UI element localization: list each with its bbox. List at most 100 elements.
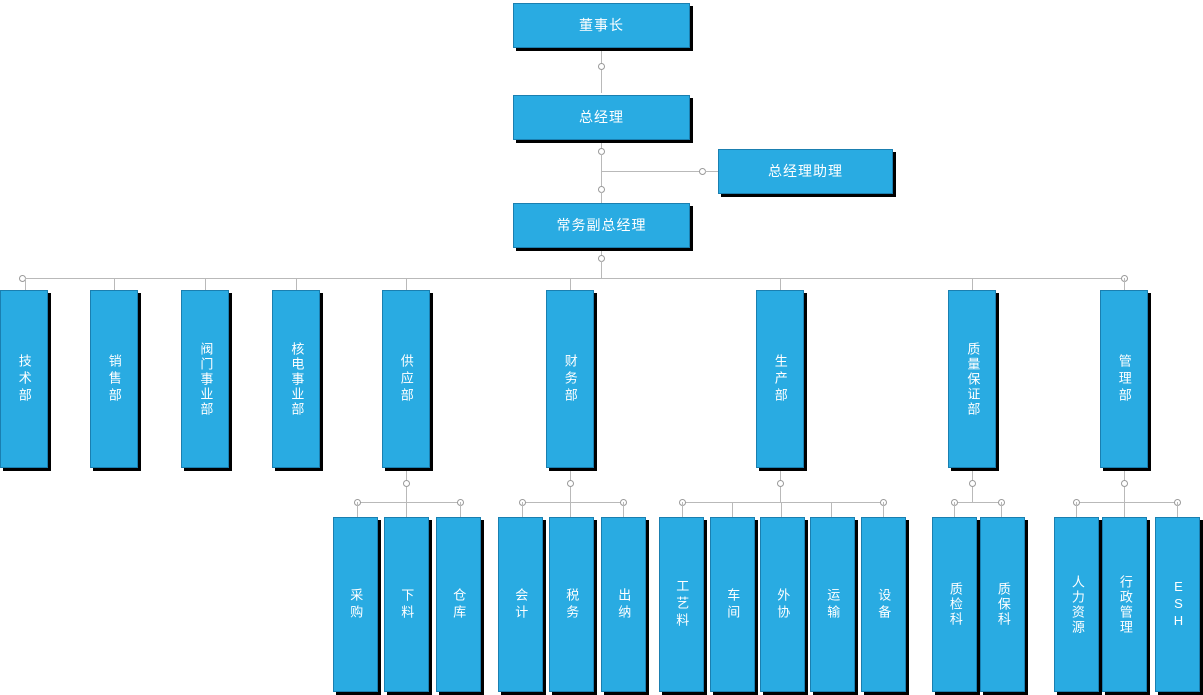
connector-dot [969,480,976,487]
node-dept-finance[interactable]: 财务部 [546,290,594,468]
node-dept-quality[interactable]: 质量保证部 [948,290,996,468]
node-dept-supply[interactable]: 供应部 [382,290,430,468]
connector-sub-drop [1001,502,1002,517]
node-sub-transport-label: 运输 [825,587,841,622]
connector-gm-assistant [601,171,699,172]
node-dept-tech[interactable]: 技术部 [0,290,48,468]
connector-chairman-gm [601,50,602,64]
connector-bus-drop [114,278,115,290]
node-sub-accounting[interactable]: 会计 [498,517,543,692]
connector-dot [1121,480,1128,487]
node-executive-vp[interactable]: 常务副总经理 [513,203,690,248]
node-sub-outsourcing[interactable]: 外协 [760,517,805,692]
node-dept-finance-label: 财务部 [562,353,578,405]
connector-admin-stem [1124,469,1125,481]
node-sub-assurance-label: 质保科 [995,582,1011,627]
connector-finance-stem2 [570,487,571,502]
connector-finance-stem [570,469,571,481]
node-dept-supply-label: 供应部 [398,353,414,405]
node-sub-administration-label: 行政管理 [1117,574,1133,635]
connector-sub-drop [357,502,358,517]
node-sub-purchase-label: 采购 [348,587,364,622]
connector-supply-stem2 [406,487,407,502]
node-sub-cutting[interactable]: 下料 [384,517,429,692]
connector-sub-drop [831,502,832,517]
node-sub-administration[interactable]: 行政管理 [1102,517,1147,692]
node-chairman[interactable]: 董事长 [513,3,690,48]
connector-sub-drop [406,502,407,517]
node-dept-sales-label: 销售部 [106,353,122,405]
connector-sub-drop [623,502,624,517]
connector-sub-drop [732,502,733,517]
node-sub-hr[interactable]: 人力资源 [1054,517,1099,692]
connector-production-stem2 [780,487,781,502]
node-sub-warehouse-label: 仓库 [451,587,467,622]
connector-bus-drop [1124,278,1125,290]
node-sub-cashier[interactable]: 出纳 [601,517,646,692]
connector-vp-bus-upper [601,250,602,256]
node-sub-warehouse[interactable]: 仓库 [436,517,481,692]
node-dept-valve-label: 阀门事业部 [198,341,214,417]
node-gm-assistant-label: 总经理助理 [768,163,843,180]
connector-gm-assistant-tail [705,171,718,172]
node-dept-nuclear-label: 核电事业部 [289,341,305,417]
node-dept-production-label: 生产部 [772,353,788,405]
connector-admin-stem2 [1124,487,1125,502]
node-dept-valve[interactable]: 阀门事业部 [181,290,229,468]
connector-dot [567,480,574,487]
node-sub-accounting-label: 会计 [513,587,529,622]
connector-chairman-gm-lower [601,70,602,93]
connector-dot [598,63,605,70]
node-dept-sales[interactable]: 销售部 [90,290,138,468]
node-sub-process-label: 工艺料 [674,579,690,630]
connector-quality-stem2 [972,487,973,502]
connector-sub-drop [781,502,782,517]
node-general-manager[interactable]: 总经理 [513,95,690,140]
node-sub-tax-label: 税务 [564,587,580,622]
node-dept-admin[interactable]: 管理部 [1100,290,1148,468]
connector-supply-stem [406,469,407,481]
node-chairman-label: 董事长 [579,17,624,34]
connector-main-bus [25,278,1125,279]
node-sub-equipment[interactable]: 设备 [861,517,906,692]
node-sub-cashier-label: 出纳 [616,587,632,622]
connector-dot [403,480,410,487]
connector-sub-drop [522,502,523,517]
connector-bus-drop [25,278,26,290]
connector-bus-drop [780,278,781,290]
node-sub-esh-label: ESH [1170,579,1186,630]
connector-bus-drop [972,278,973,290]
node-sub-inspection[interactable]: 质检科 [932,517,977,692]
connector-gm-vp-lower [601,192,602,203]
node-sub-hr-label: 人力资源 [1069,574,1085,635]
node-dept-nuclear[interactable]: 核电事业部 [272,290,320,468]
connector-production-stem [780,469,781,481]
connector-sub-drop [570,502,571,517]
connector-bus-drop [205,278,206,290]
node-sub-assurance[interactable]: 质保科 [980,517,1025,692]
node-sub-inspection-label: 质检科 [947,582,963,627]
connector-vp-bus-lower [601,261,602,278]
node-general-manager-label: 总经理 [579,109,624,126]
connector-admin-bus [1079,502,1175,503]
connector-quality-stem [972,469,973,481]
node-sub-workshop[interactable]: 车间 [710,517,755,692]
node-sub-cutting-label: 下料 [399,587,415,622]
node-sub-transport[interactable]: 运输 [810,517,855,692]
connector-bus-drop [406,278,407,290]
connector-gm-vp-mid [601,154,602,186]
node-executive-vp-label: 常务副总经理 [556,217,647,234]
node-gm-assistant[interactable]: 总经理助理 [718,149,893,194]
node-dept-production[interactable]: 生产部 [756,290,804,468]
connector-sub-drop [1076,502,1077,517]
node-sub-process[interactable]: 工艺料 [659,517,704,692]
node-sub-esh[interactable]: ESH [1155,517,1200,692]
node-sub-outsourcing-label: 外协 [775,587,791,622]
connector-sub-drop [1124,502,1125,517]
node-sub-purchase[interactable]: 采购 [333,517,378,692]
connector-sub-drop [460,502,461,517]
connector-dot [777,480,784,487]
node-dept-quality-label: 质量保证部 [965,341,981,417]
node-sub-tax[interactable]: 税务 [549,517,594,692]
connector-bus-drop [296,278,297,290]
